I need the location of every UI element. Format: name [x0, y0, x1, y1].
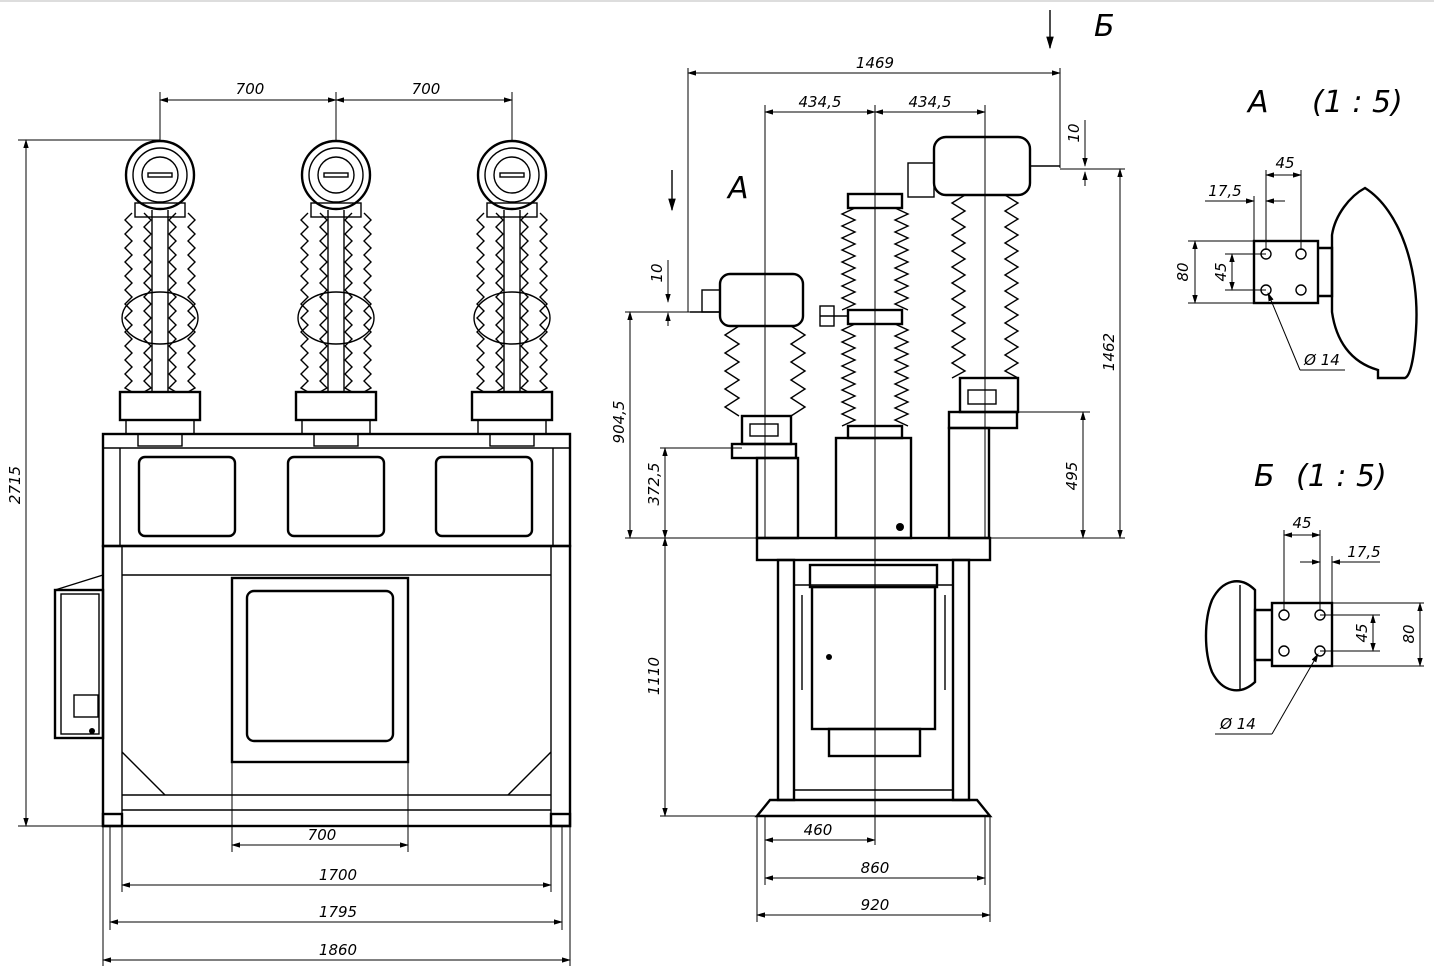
- dim-frame-height: 1110: [645, 657, 663, 695]
- cabinet-door: [245, 589, 395, 743]
- dim-base-inner: 860: [861, 859, 890, 877]
- detail-a-dim-175: 17,5: [1208, 182, 1241, 200]
- pole-1: [118, 100, 202, 447]
- stand-leg-right: [951, 558, 971, 802]
- left-pole-insulator: [723, 325, 807, 417]
- dim-half-left: 434,5: [799, 93, 842, 111]
- lower-cabinet: [101, 544, 572, 828]
- poles: [118, 100, 554, 447]
- side-view: Б А: [668, 9, 1115, 845]
- detail-a-bell: [1330, 186, 1418, 380]
- dim-window-width: 700: [308, 826, 337, 844]
- detail-b-dim-45w: 45: [1292, 514, 1311, 532]
- dim-gap-right: 10: [1065, 123, 1083, 142]
- detail-b-dim-175: 17,5: [1347, 543, 1380, 561]
- detail-a-plate: [1252, 239, 1320, 305]
- housing-window-1: [137, 455, 237, 538]
- left-pole-head: [718, 272, 805, 328]
- right-pole-insulator: [950, 194, 1020, 379]
- dim-base-offset: 460: [804, 821, 833, 839]
- mid-pole-insulator-bottom: [840, 323, 910, 427]
- detail-a-dim-80: 80: [1174, 262, 1192, 281]
- detail-a: А (1 : 5) 45 17,5 80 45 Ø 14: [1174, 85, 1418, 380]
- dim-top-width: 1469: [856, 54, 894, 72]
- right-pole-head: [932, 135, 1032, 197]
- stand-top-plate: [755, 536, 992, 562]
- front-view: [53, 100, 572, 828]
- detail-b-hole: Ø 14: [1219, 715, 1256, 733]
- detail-a-hole: Ø 14: [1303, 351, 1340, 369]
- dim-half-right: 434,5: [909, 93, 952, 111]
- pole-3: [470, 100, 554, 447]
- dim-height-left-1: 904,5: [610, 401, 628, 444]
- detail-a-dim-45h: 45: [1212, 262, 1230, 281]
- dim-rail-inner: 1700: [319, 866, 357, 884]
- mid-pole-insulator-top: [840, 207, 910, 311]
- housing-window-3: [434, 455, 534, 538]
- drive-box: [53, 588, 105, 740]
- mid-pole-box: [834, 436, 913, 540]
- dim-rail-mid: 1795: [319, 903, 357, 921]
- dim-width-total: 1860: [319, 941, 357, 959]
- detail-b-dim-45h: 45: [1353, 623, 1371, 642]
- detail-a-scale: (1 : 5): [1312, 85, 1403, 120]
- right-pole-terminal: [958, 376, 1020, 414]
- dim-height-total: 2715: [6, 466, 24, 504]
- detail-b-title: Б: [1254, 459, 1275, 494]
- side-dimensions: 1469 434,5 434,5 10 10 904,5 372,5 1462 …: [610, 54, 1125, 922]
- detail-b-plate: [1270, 601, 1334, 668]
- dim-base-outer: 920: [861, 896, 890, 914]
- upper-housing: [101, 432, 572, 548]
- dim-height-left-2: 372,5: [645, 463, 663, 506]
- dim-height-right-1: 1462: [1100, 333, 1118, 371]
- dim-pitch-b: 700: [412, 80, 441, 98]
- housing-window-2: [286, 455, 386, 538]
- view-arrow-b: Б: [1094, 9, 1115, 44]
- detail-b-bell: [1204, 580, 1257, 692]
- dim-gap-left: 10: [648, 263, 666, 282]
- cabinet-door-frame: [230, 576, 410, 764]
- pole-2: [294, 100, 378, 447]
- cabinet-top: [808, 563, 939, 589]
- detail-b-dim-80: 80: [1400, 624, 1418, 643]
- detail-b: Б (1 : 5) 45 17,5 80 45 Ø 14: [1204, 459, 1424, 735]
- stand-leg-left: [776, 558, 796, 802]
- detail-b-scale: (1 : 5): [1296, 459, 1387, 494]
- view-arrow-a: А: [726, 171, 749, 206]
- detail-a-dim-45w: 45: [1275, 154, 1294, 172]
- dim-pitch-a: 700: [236, 80, 265, 98]
- front-dimensions: 700 700 2715 700 1700 1795 1860: [6, 80, 571, 966]
- stand-base: [754, 798, 993, 818]
- dim-height-right-2: 495: [1063, 462, 1081, 491]
- detail-a-title: А: [1246, 85, 1269, 120]
